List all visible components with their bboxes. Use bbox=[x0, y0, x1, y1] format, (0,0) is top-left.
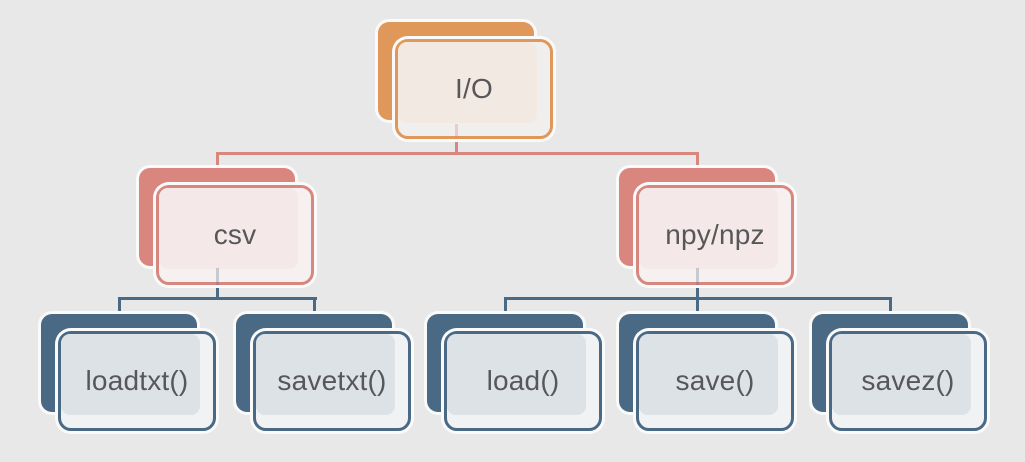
node-savetxt-highlight-panel bbox=[256, 334, 395, 415]
node-csv: csv bbox=[139, 168, 314, 285]
node-savez-front-card: savez() bbox=[829, 331, 987, 431]
node-save-label: save() bbox=[675, 365, 755, 396]
node-load-highlight-panel bbox=[447, 334, 586, 415]
connector-drop-csv bbox=[216, 154, 219, 169]
node-io-highlight-panel bbox=[398, 42, 537, 123]
node-savez-label: savez() bbox=[861, 365, 955, 396]
node-loadtxt-label: loadtxt() bbox=[85, 365, 189, 396]
node-load-front-card: load() bbox=[444, 331, 602, 431]
node-savez-highlight-panel bbox=[832, 334, 971, 415]
node-npy-npz: npy/npz bbox=[619, 168, 794, 285]
connector-ghost-csv bbox=[216, 268, 219, 285]
connector-npy-crossbar bbox=[504, 297, 892, 300]
node-save: save() bbox=[619, 314, 794, 431]
connector-drop-savetxt bbox=[313, 299, 316, 315]
node-loadtxt: loadtxt() bbox=[41, 314, 216, 431]
node-savetxt-label: savetxt() bbox=[277, 365, 387, 396]
connector-drop-savez bbox=[889, 299, 892, 315]
node-csv-highlight-panel bbox=[159, 188, 298, 269]
node-savez: savez() bbox=[812, 314, 987, 431]
node-save-front-card: save() bbox=[636, 331, 794, 431]
connector-ghost-io bbox=[455, 124, 458, 139]
node-csv-front-card: csv bbox=[156, 185, 314, 285]
connector-drop-load bbox=[504, 299, 507, 315]
node-save-highlight-panel bbox=[639, 334, 778, 415]
node-savetxt: savetxt() bbox=[236, 314, 411, 431]
node-load-label: load() bbox=[486, 365, 560, 396]
node-npy-npz-highlight-panel bbox=[639, 188, 778, 269]
node-npy-npz-front-card: npy/npz bbox=[636, 185, 794, 285]
node-npy-npz-label: npy/npz bbox=[665, 219, 765, 250]
node-loadtxt-front-card: loadtxt() bbox=[58, 331, 216, 431]
node-load: load() bbox=[427, 314, 602, 431]
node-io: I/O bbox=[378, 22, 553, 139]
node-csv-label: csv bbox=[213, 219, 257, 250]
node-io-front-card: I/O bbox=[395, 39, 553, 139]
node-loadtxt-highlight-panel bbox=[61, 334, 200, 415]
connector-drop-loadtxt bbox=[118, 299, 121, 315]
connector-npy-stem bbox=[696, 264, 699, 316]
node-io-label: I/O bbox=[455, 73, 493, 104]
connector-csv-crossbar bbox=[118, 297, 317, 300]
connector-level1-crossbar bbox=[216, 152, 699, 155]
connector-ghost-npy bbox=[696, 268, 699, 285]
connector-drop-npy-npz bbox=[696, 154, 699, 169]
node-savetxt-front-card: savetxt() bbox=[253, 331, 411, 431]
